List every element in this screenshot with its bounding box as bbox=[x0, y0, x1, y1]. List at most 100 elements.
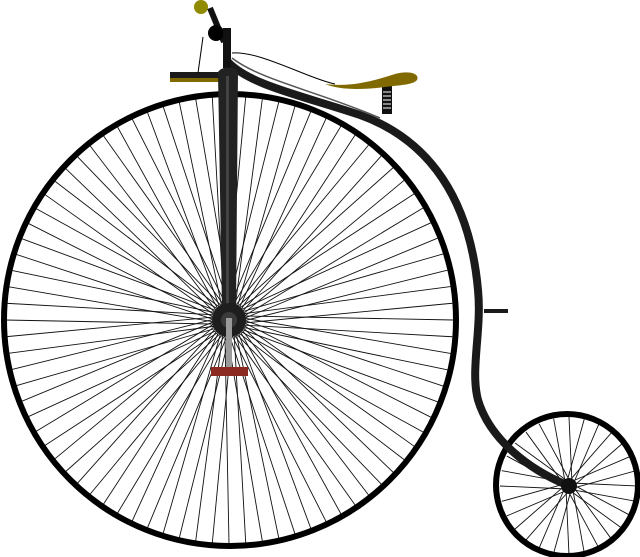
seat-support-wire bbox=[231, 52, 336, 85]
large-wheel-spoke bbox=[239, 324, 453, 338]
large-wheel-spoke bbox=[240, 179, 405, 317]
large-wheel-spoke bbox=[5, 302, 219, 316]
small-wheel-spoke bbox=[569, 431, 613, 481]
large-wheel-spoke bbox=[227, 331, 296, 535]
large-wheel-spoke bbox=[239, 324, 394, 473]
small-wheel-spoke bbox=[573, 423, 600, 483]
handle-grip bbox=[194, 0, 208, 14]
small-wheel-spoke bbox=[514, 442, 567, 481]
small-wheel-spoke bbox=[566, 418, 585, 481]
large-wheel-spoke bbox=[236, 328, 312, 529]
large-wheel-spoke bbox=[43, 193, 218, 318]
large-wheel-spoke bbox=[162, 105, 231, 309]
small-wheel-spoke bbox=[553, 418, 566, 482]
large-wheel-spoke bbox=[240, 302, 453, 324]
large-wheel-spoke bbox=[53, 179, 224, 311]
large-wheel-spoke bbox=[131, 117, 229, 309]
small-wheel-spoke bbox=[538, 489, 565, 549]
large-wheel-spoke bbox=[233, 330, 247, 544]
small-wheel-spoke bbox=[525, 431, 564, 484]
small-wheel-spoke bbox=[568, 491, 600, 549]
large-wheel-spoke bbox=[64, 330, 224, 473]
large-wheel-spoke bbox=[235, 105, 296, 311]
large-wheel-spoke bbox=[235, 329, 280, 539]
small-wheel-spoke bbox=[538, 423, 570, 481]
large-wheel-spoke bbox=[240, 322, 415, 447]
large-wheel-spoke bbox=[88, 331, 226, 496]
large-wheel-spoke bbox=[237, 327, 342, 515]
crank-arm bbox=[226, 318, 232, 370]
large-wheel-spoke bbox=[7, 325, 219, 354]
small-wheel-spoke bbox=[574, 482, 639, 487]
pedal bbox=[211, 367, 248, 376]
backbone-highlight bbox=[231, 57, 381, 119]
large-wheel-spokes bbox=[4, 95, 454, 545]
seat-spring bbox=[382, 86, 392, 114]
small-wheel-spoke bbox=[573, 489, 637, 502]
small-wheel-spoke bbox=[501, 483, 564, 502]
large-wheel-spoke bbox=[7, 286, 218, 323]
small-wheel-spoke bbox=[525, 491, 569, 541]
large-wheel-spoke bbox=[76, 325, 219, 485]
large-wheel-spoke bbox=[228, 111, 312, 309]
large-wheel-spoke bbox=[88, 144, 220, 315]
large-wheel-spoke bbox=[131, 328, 221, 523]
small-wheel-spoke bbox=[565, 491, 570, 556]
large-wheel-spoke bbox=[178, 331, 231, 539]
large-wheel-spoke bbox=[226, 331, 263, 542]
brake-cable bbox=[197, 36, 204, 74]
large-wheel-spoke bbox=[232, 144, 370, 309]
small-wheel-spoke bbox=[574, 488, 613, 541]
large-wheel-spoke bbox=[146, 111, 222, 312]
large-wheel-spoke bbox=[234, 98, 263, 310]
large-wheel-spoke bbox=[237, 327, 438, 403]
large-wheel-spoke bbox=[240, 318, 444, 387]
large-wheel-spoke bbox=[76, 155, 225, 310]
large-wheel-spoke bbox=[34, 321, 218, 433]
large-wheel-spoke bbox=[5, 316, 218, 338]
large-wheel-spoke bbox=[20, 237, 221, 313]
large-wheel-spoke bbox=[238, 325, 370, 496]
large-wheel-spoke bbox=[240, 320, 432, 418]
large-wheel-spoke bbox=[236, 328, 424, 433]
handlebar-bar-accent bbox=[170, 78, 222, 82]
small-wheel-spoke bbox=[499, 485, 564, 490]
saddle bbox=[325, 72, 418, 89]
large-wheel-spoke bbox=[239, 286, 451, 315]
large-wheel-spoke bbox=[26, 328, 221, 418]
small-wheel-spoke bbox=[568, 416, 573, 481]
handlebar-bar bbox=[170, 72, 222, 78]
large-wheel-spoke bbox=[234, 167, 394, 310]
large-wheel-spoke bbox=[146, 331, 230, 529]
large-wheel-spoke bbox=[53, 323, 218, 461]
large-wheel-spoke bbox=[229, 331, 327, 523]
small-wheel-spoke bbox=[574, 442, 624, 486]
small-wheel-rim bbox=[493, 411, 640, 557]
large-wheel-spoke bbox=[116, 331, 228, 515]
mounting-step bbox=[484, 309, 508, 313]
large-wheel-spoke bbox=[235, 193, 415, 311]
large-wheel-spoke bbox=[238, 253, 444, 314]
large-wheel-spoke bbox=[195, 330, 224, 542]
small-wheel-spoke bbox=[571, 491, 624, 530]
small-wheel-spoke bbox=[574, 470, 637, 489]
small-wheel-spoke bbox=[572, 455, 632, 482]
large-wheel-spoke bbox=[233, 330, 382, 485]
head-tube bbox=[223, 28, 231, 68]
large-wheel-spoke bbox=[10, 318, 218, 371]
large-wheel-spoke bbox=[237, 117, 327, 312]
large-wheel-spoke bbox=[224, 331, 230, 545]
large-wheel-spoke bbox=[178, 101, 223, 311]
small-wheel-spoke bbox=[553, 491, 572, 554]
large-wheel-spoke bbox=[20, 319, 218, 403]
large-wheel-spoke bbox=[102, 134, 227, 309]
large-wheel-spoke bbox=[231, 331, 356, 506]
large-wheel-spoke bbox=[240, 207, 424, 319]
large-wheel-spoke bbox=[162, 329, 223, 535]
large-wheel-spoke bbox=[239, 155, 382, 315]
large-wheel-spoke bbox=[43, 329, 223, 447]
small-wheel-spoke bbox=[514, 486, 564, 530]
large-wheel-spoke bbox=[230, 125, 342, 309]
fork-shine bbox=[226, 76, 229, 306]
